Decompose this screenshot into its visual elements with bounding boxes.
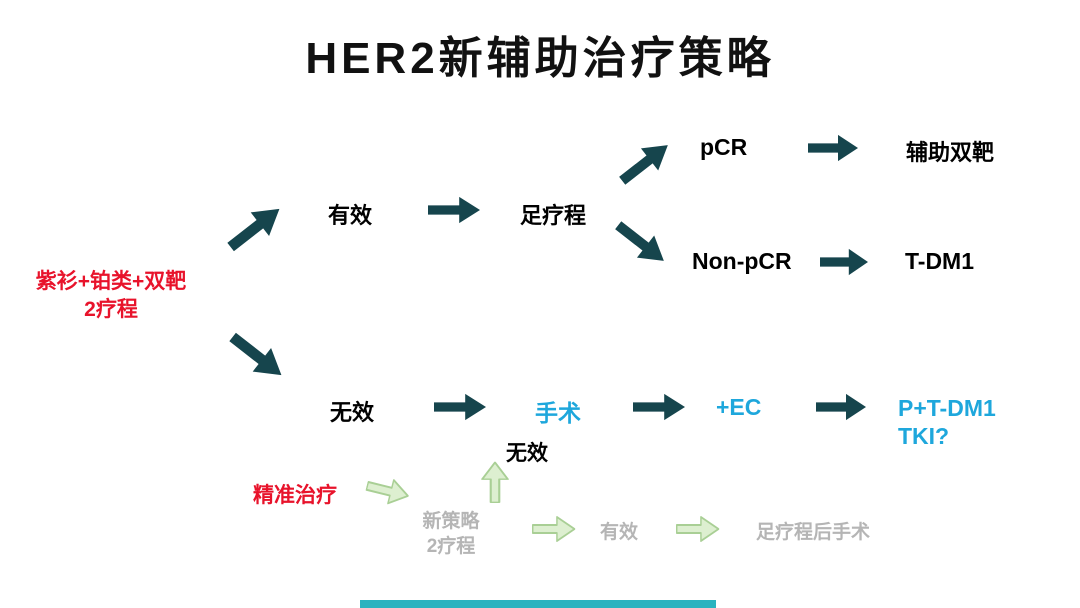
node-full-course: 足疗程 [520, 203, 587, 228]
arrow-fullcourse-to-nonpcr-icon [609, 213, 673, 272]
node-precision-therapy: 精准治疗 [253, 484, 337, 507]
page-title: HER2新辅助治疗策略 [305, 34, 775, 83]
node-non-pcr: Non-pCR [692, 248, 792, 274]
node-outcome: P+T-DM1 TKI? [898, 394, 996, 450]
node-surgery: 手术 [535, 400, 581, 426]
arrow-newstrategy-up-icon [479, 461, 511, 503]
node-ineffective: 无效 [330, 400, 375, 425]
arrow-fullcourse-to-pcr-icon [613, 133, 677, 192]
arrow-effective-to-surgery2-icon [676, 514, 720, 544]
arrow-precision-to-newstrategy-icon [363, 471, 413, 511]
arrow-start-to-ineffective-icon [223, 324, 292, 387]
node-effective: 有效 [328, 203, 373, 228]
start-node: 紫衫+铂类+双靶 2疗程 [25, 268, 197, 324]
node-surgery-ineffective: 无效 [506, 442, 548, 465]
node-outcome-line1: P+T-DM1 [898, 395, 996, 421]
node-plus-ec: +EC [716, 394, 762, 420]
arrow-nonpcr-to-tdm1-icon [820, 248, 868, 276]
arrow-surgery-to-ec-icon [633, 393, 685, 421]
node-new-strategy: 新策略 2疗程 [418, 509, 484, 559]
node-new-strategy-line2: 2疗程 [426, 536, 476, 557]
node-adjuvant-dual-target: 辅助双靶 [906, 140, 995, 165]
node-fullcourse-surgery: 足疗程后手术 [756, 522, 871, 543]
node-precision-effective: 有效 [600, 522, 639, 543]
bottom-accent-bar [360, 600, 716, 608]
arrow-pcr-to-adjuvant-icon [808, 134, 858, 162]
arrow-effective-to-fullcourse-icon [428, 196, 480, 224]
node-t-dm1: T-DM1 [905, 248, 974, 274]
arrow-ec-to-outcome-icon [816, 393, 866, 421]
start-node-line2: 2疗程 [84, 298, 138, 321]
arrow-newstrategy-to-effective-icon [532, 514, 576, 544]
start-node-line1: 紫衫+铂类+双靶 [35, 270, 187, 293]
arrow-start-to-effective-icon [221, 196, 290, 259]
node-outcome-line2: TKI? [898, 423, 950, 449]
node-new-strategy-line1: 新策略 [422, 511, 480, 532]
node-pcr: pCR [700, 134, 748, 160]
arrow-ineffective-to-surgery-icon [434, 393, 486, 421]
